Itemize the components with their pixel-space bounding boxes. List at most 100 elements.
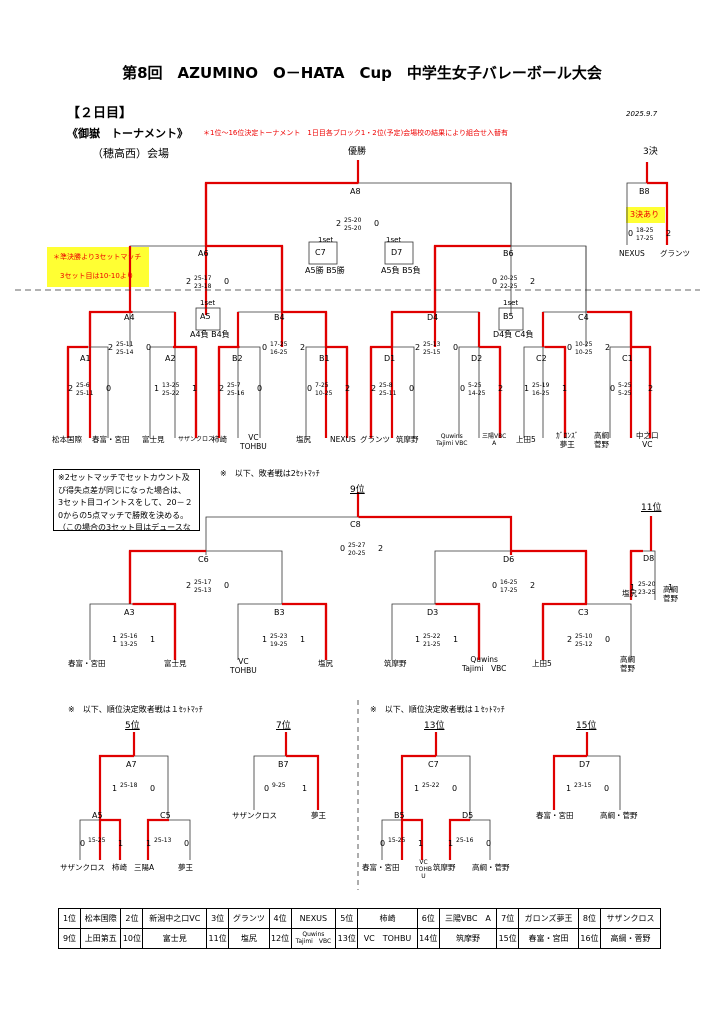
bracket-box — [195, 307, 221, 331]
set-score-D2-2: 14-25 — [468, 390, 486, 397]
set-score-D7b-1: 23-15 — [574, 782, 592, 789]
team-t10: 筑摩野 — [396, 435, 419, 444]
winner-path — [146, 818, 169, 860]
set-score-C2-2: 16-25 — [532, 390, 550, 397]
match-label-D2: D2 — [471, 354, 483, 363]
winner-path — [587, 310, 633, 438]
match-label-A3: A3 — [124, 608, 135, 617]
standing-team: Quwins Tajimi VBC — [290, 928, 337, 949]
match-label-D6: D6 — [503, 555, 515, 564]
sets-won-right-C1: 2 — [648, 384, 654, 393]
team-t8: NEXUS — [330, 435, 356, 444]
set-score-A8-1: 25-20 — [344, 217, 362, 224]
match-label-D7b: D7 — [579, 760, 591, 769]
standing-rank: 12位 — [268, 928, 292, 949]
sets-won-left-D8: 1 — [630, 583, 636, 592]
standing-rank: 13位 — [335, 928, 359, 949]
set-score-C8-2: 20-25 — [348, 550, 366, 557]
sets-won-right-C7b: 0 — [452, 784, 458, 793]
sets-won-right-A7: 0 — [150, 784, 156, 793]
standing-rank: 2位 — [120, 908, 144, 929]
standing-rank: 11位 — [206, 928, 230, 949]
team-t18: グランツ — [660, 249, 690, 258]
team-t37: 筑摩野 — [433, 863, 456, 872]
winner-path — [128, 549, 206, 604]
sets-won-left-D1: 2 — [371, 384, 377, 393]
match-label-B7: B7 — [278, 760, 289, 769]
match-label-A8: A8 — [350, 187, 361, 196]
winner-path — [448, 818, 470, 860]
team-t30: 柿崎 — [112, 863, 127, 872]
sets-won-left-B7: 0 — [264, 784, 270, 793]
team-t6: VC TOHBU — [240, 433, 267, 451]
sets-won-left-C2: 1 — [524, 384, 530, 393]
sets-won-right-B5b: 1 — [418, 839, 424, 848]
winner-path — [88, 310, 133, 438]
sets-won-left-C8: 0 — [340, 544, 346, 553]
venue-label: （穂高西）会場 — [92, 147, 169, 160]
set-score-A7-1: 25-18 — [120, 782, 138, 789]
lbl-1set-c: 1set — [200, 299, 216, 307]
standing-team: 新潟中之口VC — [142, 908, 208, 929]
lbl-champ: 優勝 — [348, 147, 367, 157]
team-t36: VC TOHB U — [415, 859, 433, 880]
team-t9: グランツ — [360, 435, 390, 444]
winner-path — [647, 181, 669, 245]
lbl-15th: 15位 — [576, 721, 597, 731]
sets-won-right-C6: 0 — [224, 581, 230, 590]
tournament-note: ＊1位～16位決定トーナメント 1日目各ブロック1・2位(予定)会場校の結果によ… — [203, 129, 509, 137]
standing-rank: 3位 — [206, 908, 230, 929]
sets-won-left-B8: 0 — [628, 229, 634, 238]
standing-team: 松本国際 — [79, 908, 122, 929]
standing-rank: 14位 — [416, 928, 440, 949]
team-t35: 春富・宮田 — [362, 863, 400, 872]
sets-won-left-B3: 1 — [262, 635, 268, 644]
standing-team: ガロンズ夢王 — [518, 908, 579, 929]
sets-won-right-C4: 2 — [605, 343, 611, 352]
winner-path — [100, 818, 122, 860]
set-score-A5b-1: 15-25 — [88, 837, 106, 844]
winner-path — [132, 602, 177, 660]
team-t14: ｶﾞﾛﾝｽﾞ 夢王 — [556, 431, 579, 449]
team-t39: 春富・宮田 — [536, 811, 574, 820]
set-score-B3-2: 19-25 — [270, 641, 288, 648]
set-score-C6-1: 25-17 — [194, 579, 212, 586]
set-score-C4-1: 10-25 — [575, 341, 593, 348]
lbl-7th: 7位 — [276, 721, 291, 731]
set-score-D1-2: 25-11 — [379, 390, 397, 397]
set-score-C3-2: 25-12 — [575, 641, 593, 648]
set-score-A2-1: 13-25 — [162, 382, 180, 389]
match-sub-B5: D4負 C4負 — [493, 330, 534, 339]
team-t29: サザンクロス — [60, 863, 105, 872]
sets-won-right-B8: 2 — [666, 229, 672, 238]
third-set-note: 3セット目は10-10より — [60, 272, 134, 280]
standing-rank: 5位 — [335, 908, 359, 929]
team-t27: 塩尻 — [622, 589, 637, 598]
sets-won-right-A4: 0 — [146, 343, 152, 352]
set-score-B1-1: 7-25 — [315, 382, 329, 389]
standing-rank: 7位 — [496, 908, 520, 929]
sets-won-left-D7b: 1 — [566, 784, 572, 793]
sets-won-left-A1: 2 — [68, 384, 74, 393]
team-t4: サザンクロス — [178, 436, 215, 443]
standing-team: 塩尻 — [228, 928, 270, 949]
team-t7: 塩尻 — [296, 435, 311, 444]
winner-path — [358, 515, 513, 555]
standing-team: 柿崎 — [357, 908, 418, 929]
winner-path — [400, 754, 436, 820]
match-label-A6: A6 — [198, 249, 209, 258]
sets-won-right-A2: 1 — [192, 384, 198, 393]
winner-path — [282, 310, 328, 438]
winner-path — [435, 602, 481, 660]
third-place-highlight — [626, 207, 665, 223]
set-score-C4-2: 10-25 — [575, 349, 593, 356]
tiebreak-note-box: ※2セットマッチでセットカウント及 び得失点差が同じになった場合は、 3セット目… — [53, 469, 200, 532]
team-t34: 夢王 — [311, 811, 326, 820]
match-sub-C7: A5勝 B5勝 — [305, 266, 345, 275]
set-score-A3-1: 25-16 — [120, 633, 138, 640]
lbl-11th: 11位 — [641, 503, 662, 513]
match-label-B1: B1 — [319, 354, 330, 363]
team-t16: 中之口 VC — [636, 431, 659, 449]
set-score-B8-2: 17-25 — [636, 235, 654, 242]
bracket-line — [205, 182, 512, 315]
